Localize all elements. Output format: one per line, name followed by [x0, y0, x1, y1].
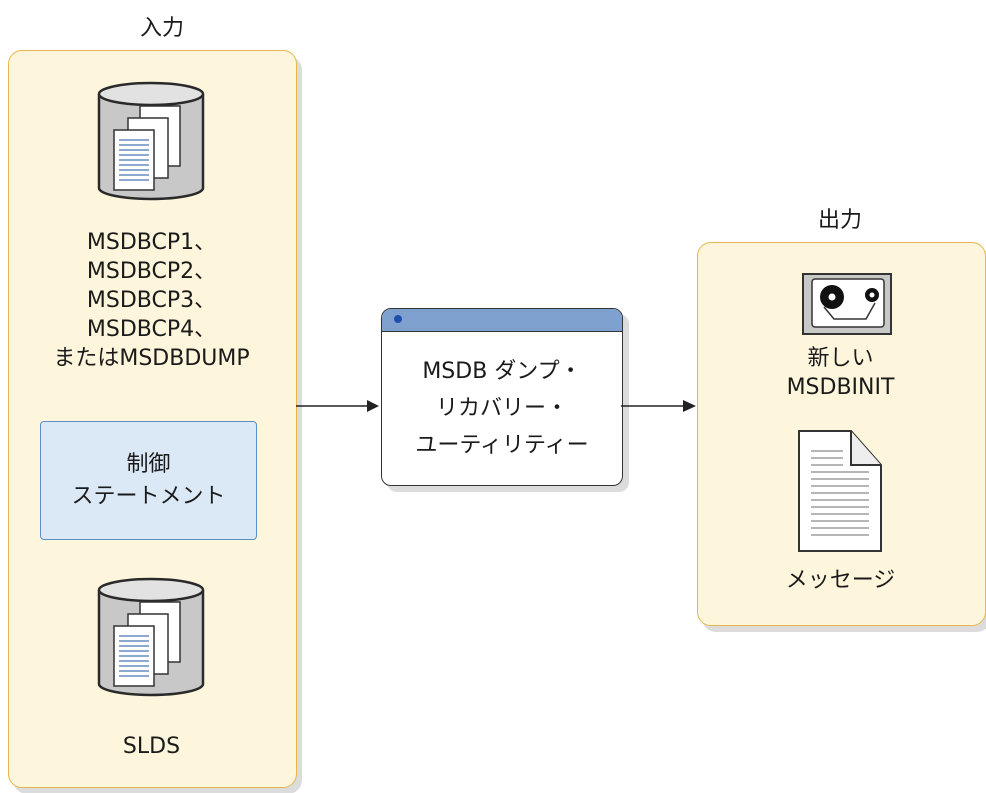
report-label: メッセージ	[785, 568, 896, 593]
slds-label: SLDS	[122, 734, 181, 759]
window-dot-icon	[394, 315, 402, 323]
disk-icon	[97, 81, 205, 201]
utility-label: ユーティリティー	[415, 432, 589, 458]
dataset-label: MSDBCP3、	[86, 288, 217, 313]
control-label: ステートメント	[71, 483, 226, 509]
input-dataset-list: MSDBCP1、 MSDBCP2、 MSDBCP3、 MSDBCP4、 またはM…	[18, 228, 285, 373]
utility-label: MSDB ダンプ・	[422, 358, 582, 384]
dataset-label: MSDBCP2、	[86, 259, 217, 284]
dataset-label: またはMSDBDUMP	[53, 346, 250, 371]
control-label: 制御	[126, 451, 171, 477]
disk-icon	[97, 577, 205, 697]
tape-icon	[802, 273, 892, 335]
arrow-input-to-utility	[296, 400, 379, 412]
utility-label: リカバリー・	[435, 395, 568, 421]
dataset-label: MSDBCP4、	[86, 317, 217, 342]
dataset-label: MSDBCP1、	[86, 230, 217, 255]
tape-label: 新しい	[807, 346, 874, 371]
control-statements-box: 制御 ステートメント	[40, 421, 257, 540]
input-title: 入力	[139, 16, 184, 41]
tape-label: MSDBINIT	[786, 375, 895, 400]
utility-program-box: MSDB ダンプ・ リカバリー・ ユーティリティー	[381, 308, 623, 486]
tape-label-group: 新しい MSDBINIT	[697, 344, 984, 402]
output-title: 出力	[817, 208, 862, 233]
arrow-utility-to-output	[621, 400, 696, 412]
utility-titlebar	[382, 309, 622, 332]
document-icon	[798, 430, 882, 552]
